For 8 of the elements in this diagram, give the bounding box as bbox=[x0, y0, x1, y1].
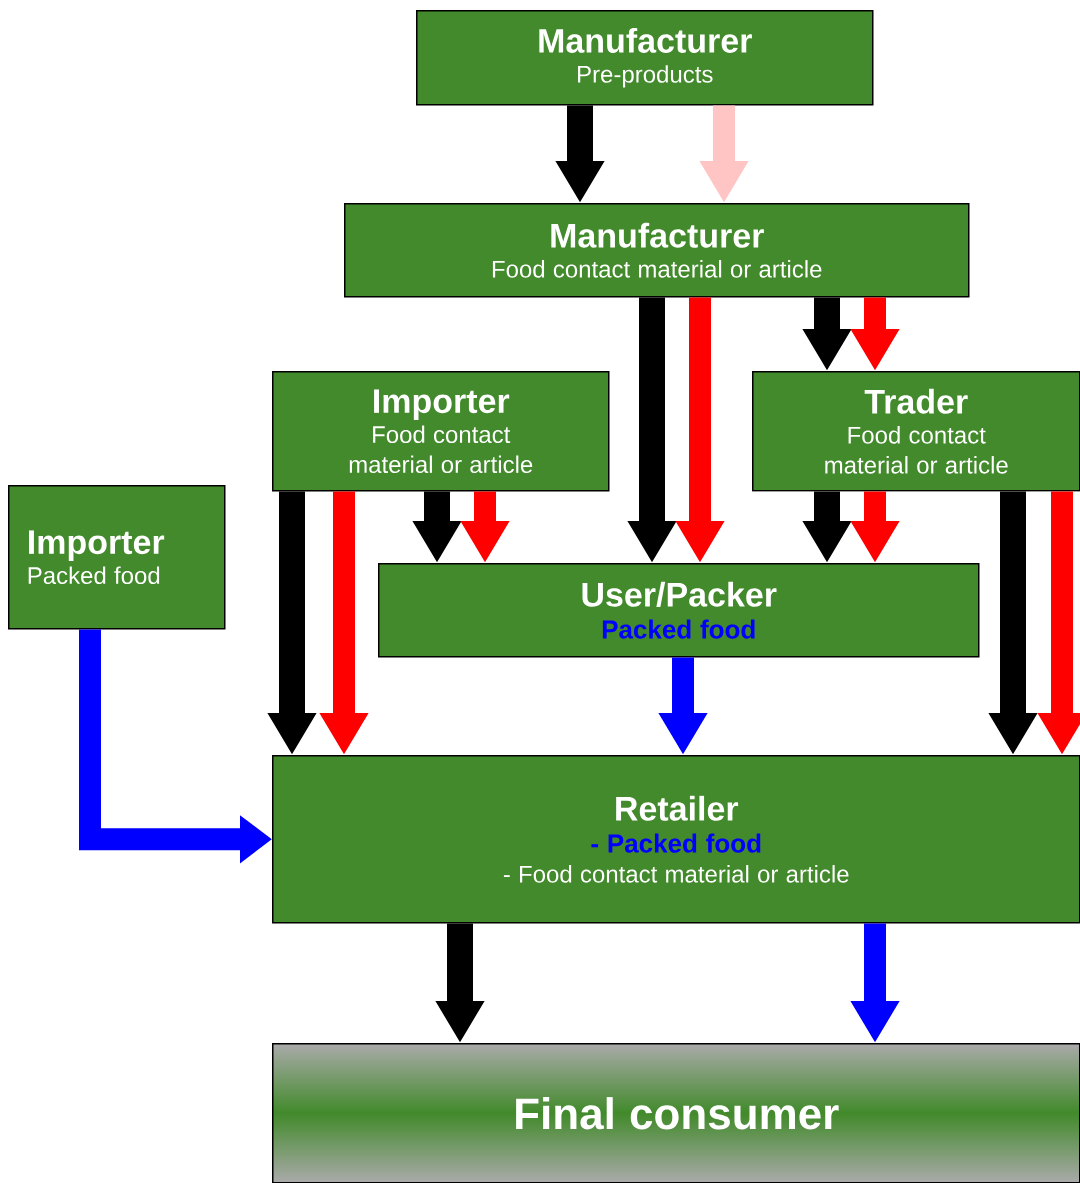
process-box: Trader Food contact material or article bbox=[752, 371, 1080, 492]
process-box: Retailer - Packed food - Food contact material or article bbox=[272, 755, 1080, 924]
process-box: Final consumer bbox=[272, 1043, 1080, 1183]
process-box: Importer Food contact material or article bbox=[272, 371, 610, 492]
process-box: Manufacturer Pre-products bbox=[416, 10, 874, 106]
process-box: Importer Packed food bbox=[8, 485, 226, 630]
process-box: User/Packer Packed food bbox=[378, 563, 980, 658]
process-box: Manufacturer Food contact material or article bbox=[344, 203, 970, 298]
